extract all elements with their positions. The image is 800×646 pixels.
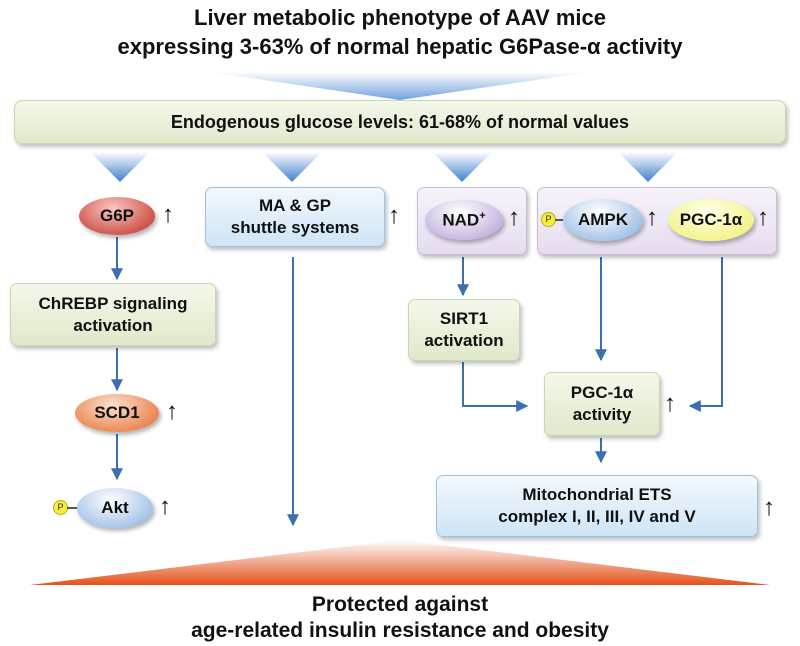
nad-superscript: +: [479, 209, 486, 222]
mito-box: Mitochondrial ETS complex I, II, III, IV…: [436, 475, 758, 537]
scd1-label: SCD1: [94, 403, 140, 422]
chevron-1: [90, 152, 150, 182]
mito-line1: Mitochondrial ETS: [522, 485, 672, 504]
sirt1-line2: activation: [424, 331, 504, 350]
pgc-activity-line2: activity: [572, 405, 632, 424]
diagram-title-line2: expressing 3-63% of normal hepatic G6Pas…: [117, 34, 683, 59]
arrow-pgc1a-pgc: [688, 257, 723, 412]
ampk-node: AMPK: [563, 199, 643, 241]
conclusion-fan: [30, 540, 770, 585]
akt-node: Akt: [77, 488, 153, 528]
chevron-2: [262, 152, 322, 182]
chevron-3: [432, 152, 492, 182]
scd1-up-arrow-icon: ↑: [166, 398, 178, 425]
ampk-label: AMPK: [577, 210, 629, 229]
akt-label: Akt: [101, 498, 129, 517]
nad-label: NAD+: [442, 209, 486, 230]
akt-phospho-icon: P: [53, 500, 68, 515]
sirt1-line1: SIRT1: [439, 309, 489, 328]
nad-node: NAD+: [425, 200, 503, 240]
ampk-phospho-bond: [555, 219, 565, 221]
akt-phospho-bond: [67, 507, 79, 509]
mito-line2: complex I, II, III, IV and V: [498, 507, 696, 526]
title-fan: [210, 72, 590, 100]
glucose-box: Endogenous glucose levels: 61-68% of nor…: [14, 100, 786, 144]
chrebp-box: ChREBP signaling activation: [10, 283, 216, 346]
chrebp-line1: ChREBP signaling: [38, 293, 188, 313]
g6p-label: G6P: [99, 206, 135, 225]
conclusion-line1: Protected against: [311, 593, 489, 616]
mito-up-arrow-icon: ↑: [763, 494, 775, 521]
conclusion-line2: age-related insulin resistance and obesi…: [191, 619, 609, 642]
g6p-up-arrow-icon: ↑: [162, 201, 174, 228]
pgc-activity-line1: PGC-1α: [570, 383, 634, 402]
nad-up-arrow-icon: ↑: [508, 204, 520, 231]
chrebp-line2: activation: [73, 315, 153, 335]
shuttle-line1: MA & GP: [258, 196, 332, 215]
arrow-sirt1-pgc: [462, 362, 529, 412]
pgc-activity-box: PGC-1α activity: [544, 372, 660, 436]
akt-up-arrow-icon: ↑: [159, 493, 171, 520]
scd1-node: SCD1: [75, 394, 159, 432]
glucose-box-label: Endogenous glucose levels: 61-68% of nor…: [170, 112, 630, 132]
shuttle-up-arrow-icon: ↑: [388, 202, 400, 229]
pgc-activity-up-arrow-icon: ↑: [664, 390, 676, 417]
pgc1a-node: PGC-1α: [668, 199, 754, 241]
diagram-title-line1: Liver metabolic phenotype of AAV mice: [194, 5, 606, 30]
shuttle-line2: shuttle systems: [230, 218, 360, 237]
ampk-phospho-icon: P: [541, 212, 556, 227]
ampk-up-arrow-icon: ↑: [646, 204, 658, 231]
pgc1a-label: PGC-1α: [679, 210, 743, 229]
g6p-node: G6P: [79, 197, 155, 235]
chevron-4: [618, 152, 678, 182]
sirt1-box: SIRT1 activation: [408, 299, 520, 361]
pgc1a-up-arrow-icon: ↑: [757, 204, 769, 231]
shuttle-box: MA & GP shuttle systems: [205, 187, 385, 247]
